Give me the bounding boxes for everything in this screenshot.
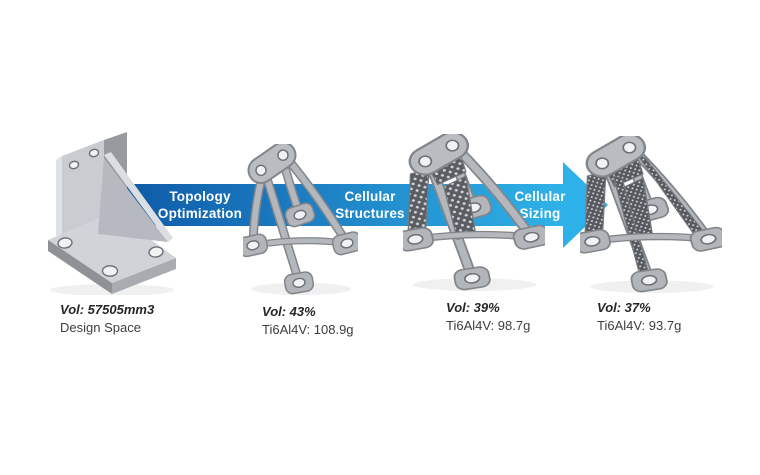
truss-foot — [512, 224, 545, 250]
arrow-label-line1: Cellular — [514, 189, 566, 204]
arrow-label-line1: Cellular — [344, 189, 396, 204]
truss-foot — [331, 231, 358, 256]
stage-detail: Design Space — [60, 320, 141, 335]
model-design-space-bracket — [48, 132, 176, 295]
bracket-gusset — [98, 152, 173, 242]
arrow-label-cellular-sizing: Cellular Sizing — [470, 188, 610, 222]
truss-foot — [580, 229, 612, 254]
truss-head — [585, 136, 647, 178]
stage-volume: Vol: 57505mm3 — [60, 302, 155, 317]
model-cellular-structures — [403, 134, 545, 291]
stage-detail: Ti6Al4V: 108.9g — [262, 322, 354, 337]
arrow-label-cellular-structures: Cellular Structures — [300, 188, 440, 222]
stage-volume: Vol: 37% — [597, 300, 651, 315]
stage-detail: Ti6Al4V: 98.7g — [446, 318, 531, 333]
model-topology-optimized — [243, 144, 358, 295]
arrow-label-line1: Topology — [169, 189, 231, 204]
caption-topology-optimized: Vol: 43% Ti6Al4V: 108.9g — [262, 304, 354, 337]
caption-design-space: Vol: 57505mm3 Design Space — [60, 302, 154, 335]
arrow-head — [563, 162, 608, 248]
truss-head — [247, 144, 297, 185]
arrow-label-topology-optimization: Topology Optimization — [130, 188, 270, 222]
stage-volume: Vol: 43% — [262, 304, 316, 319]
arrow-label-line2: Optimization — [157, 206, 243, 221]
arrow-label-line2: Structures — [335, 206, 405, 221]
stage-detail: Ti6Al4V: 93.7g — [597, 318, 682, 333]
bracket-base — [48, 212, 176, 294]
caption-cellular-structures: Vol: 39% Ti6Al4V: 98.7g — [446, 300, 530, 333]
truss-foot — [689, 226, 722, 252]
caption-cellular-sizing: Vol: 37% Ti6Al4V: 93.7g — [597, 300, 681, 333]
truss-foot — [403, 227, 435, 252]
truss-foot — [243, 233, 269, 258]
truss-foot — [453, 266, 491, 291]
arrow-label-line2: Sizing — [519, 206, 561, 221]
truss-head — [408, 134, 470, 176]
lattice-panels — [407, 147, 477, 240]
model-cellular-sizing — [580, 136, 722, 293]
truss-foot — [283, 271, 315, 295]
stage-volume: Vol: 39% — [446, 300, 500, 315]
truss-foot — [284, 202, 316, 228]
lattice-panels — [584, 149, 706, 274]
truss-foot — [630, 268, 668, 293]
